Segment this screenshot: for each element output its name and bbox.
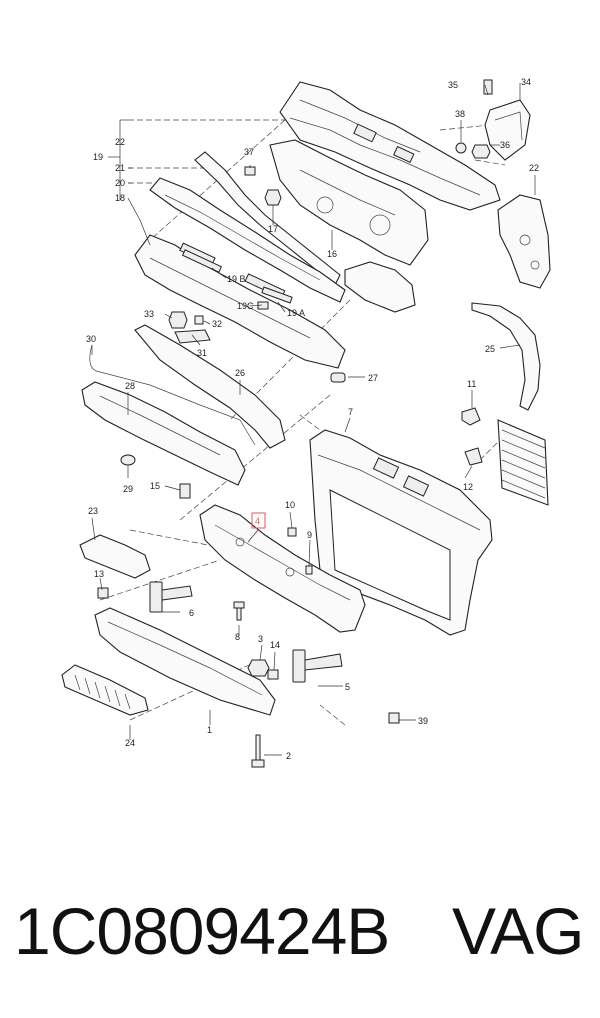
callout-25: 25 [485,344,495,354]
part-grommet-29 [120,454,136,466]
callout-36: 36 [500,140,510,150]
part-seal-strip [194,151,341,286]
bolt-35 [483,79,493,95]
part-grille-insert-24 [61,664,149,716]
callout-39: 39 [418,716,428,726]
part-clip-12 [464,447,483,466]
bolt-39 [388,712,400,724]
callout-13: 13 [94,569,104,579]
callout-14: 14 [270,640,280,650]
callout-26: 26 [235,368,245,378]
callout-20: 20 [115,178,125,188]
callout-4: 4 [255,516,260,526]
callout-12: 12 [463,482,473,492]
part-bulkhead-insulation [269,139,429,313]
callout-7: 7 [348,407,353,417]
part-panel-28 [81,381,246,486]
callout-6: 6 [189,608,194,618]
callout-22a: 22 [115,137,125,147]
callout-9: 9 [307,530,312,540]
bracket-31 [174,329,211,344]
callout-24: 24 [125,738,135,748]
callout-28: 28 [125,381,135,391]
callout-34: 34 [521,77,531,87]
callout-8: 8 [235,632,240,642]
callout-15: 15 [150,481,160,491]
bolt-10 [287,527,297,537]
callout-10: 10 [285,500,295,510]
callout-38: 38 [455,109,465,119]
fasteners [97,79,493,768]
nut-33 [168,311,188,329]
callout-22b: 22 [529,163,539,173]
part-bracket-34 [484,99,531,161]
part-cowl-panel [149,177,346,303]
callout-31: 31 [197,348,207,358]
callout-19: 19 [93,152,103,162]
bolt-13 [97,587,109,599]
bolt-14 [267,669,279,680]
callout-16: 16 [327,249,337,259]
callout-19b: 19 B [227,274,246,284]
screw-8 [233,601,245,621]
callout-33: 33 [144,309,154,319]
part-plenum-panel-upper [279,81,501,211]
bolt-2 [251,734,265,768]
part-clip-11 [461,407,481,426]
callout-32: 32 [212,319,222,329]
part-grille-12 [497,419,549,506]
callout-37: 37 [244,147,254,157]
callout-27: 27 [368,373,378,383]
screw-32 [194,315,204,325]
leader-lines [91,83,536,756]
part-bumper-beam-1 [94,607,276,716]
part-seal-wire-30 [89,344,256,446]
nut-17 [264,189,282,206]
clip-19b [181,249,223,273]
callout-17: 17 [268,224,278,234]
nut-3 [247,659,270,677]
part-insulator-23 [79,534,151,579]
callout-1: 1 [207,725,212,735]
nut-38 [455,142,467,154]
part-seal-26 [134,324,286,449]
clip-19a [261,286,293,304]
part-mount-6 [149,581,193,613]
nut-36 [471,144,491,159]
callout-29: 29 [123,484,133,494]
part-bracket-25 [471,302,541,411]
callout-23: 23 [88,506,98,516]
callout-18: 18 [115,193,125,203]
bolt-15 [179,483,191,499]
part-side-bracket-22 [497,194,551,289]
highlight-box-4 [251,512,266,529]
callout-2: 2 [286,751,291,761]
screw-9 [305,565,313,575]
callout-labels: 1 2 3 4 5 6 7 8 9 10 11 12 13 14 15 16 1… [86,77,539,761]
exploded-parts-diagram: 1 2 3 4 5 6 7 8 9 10 11 12 13 14 15 16 1… [61,77,551,768]
part-front-carrier [309,429,493,636]
callout-5: 5 [345,682,350,692]
callout-19c: 19C [237,301,254,311]
callout-3: 3 [258,634,263,644]
callout-30: 30 [86,334,96,344]
callout-35: 35 [448,80,458,90]
brand-label: VAG [452,894,584,968]
callout-21: 21 [115,163,125,173]
clip-37 [244,166,256,176]
part-mount-5 [292,649,343,683]
part-number-label: 1C0809424B [14,894,390,968]
callout-11: 11 [467,379,476,389]
callout-19a: 19 A [287,308,305,318]
clip-27 [330,372,346,383]
